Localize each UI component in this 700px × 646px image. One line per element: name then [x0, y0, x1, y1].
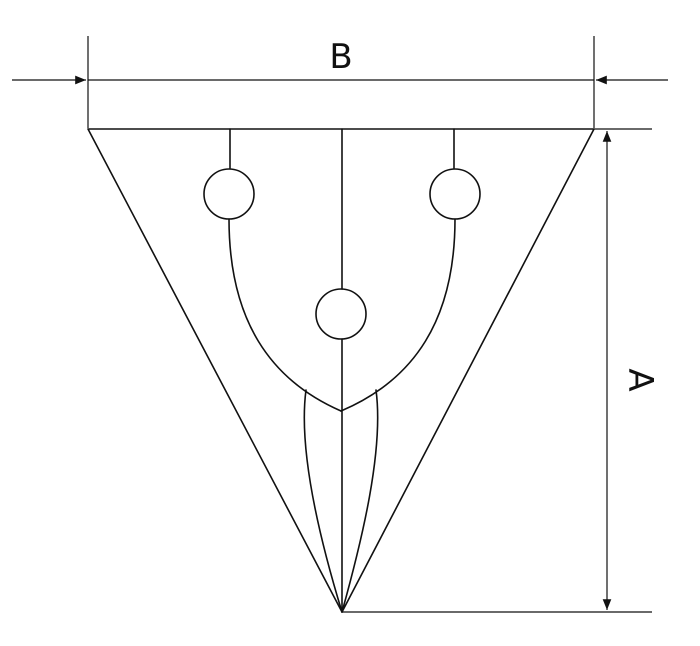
dimension-a: A [342, 128, 660, 613]
label-b: B [329, 37, 352, 77]
triangle-outline [87, 128, 595, 613]
dimension-b: B [12, 36, 668, 128]
circle-left [203, 168, 255, 220]
taper-curve-left [303, 389, 343, 613]
taper-curve-right [341, 389, 379, 613]
shield-curve-left [228, 218, 342, 412]
label-a: A [620, 368, 660, 391]
shield-curve-right [340, 218, 456, 412]
circle-center [315, 288, 367, 340]
circle-right [429, 168, 481, 220]
